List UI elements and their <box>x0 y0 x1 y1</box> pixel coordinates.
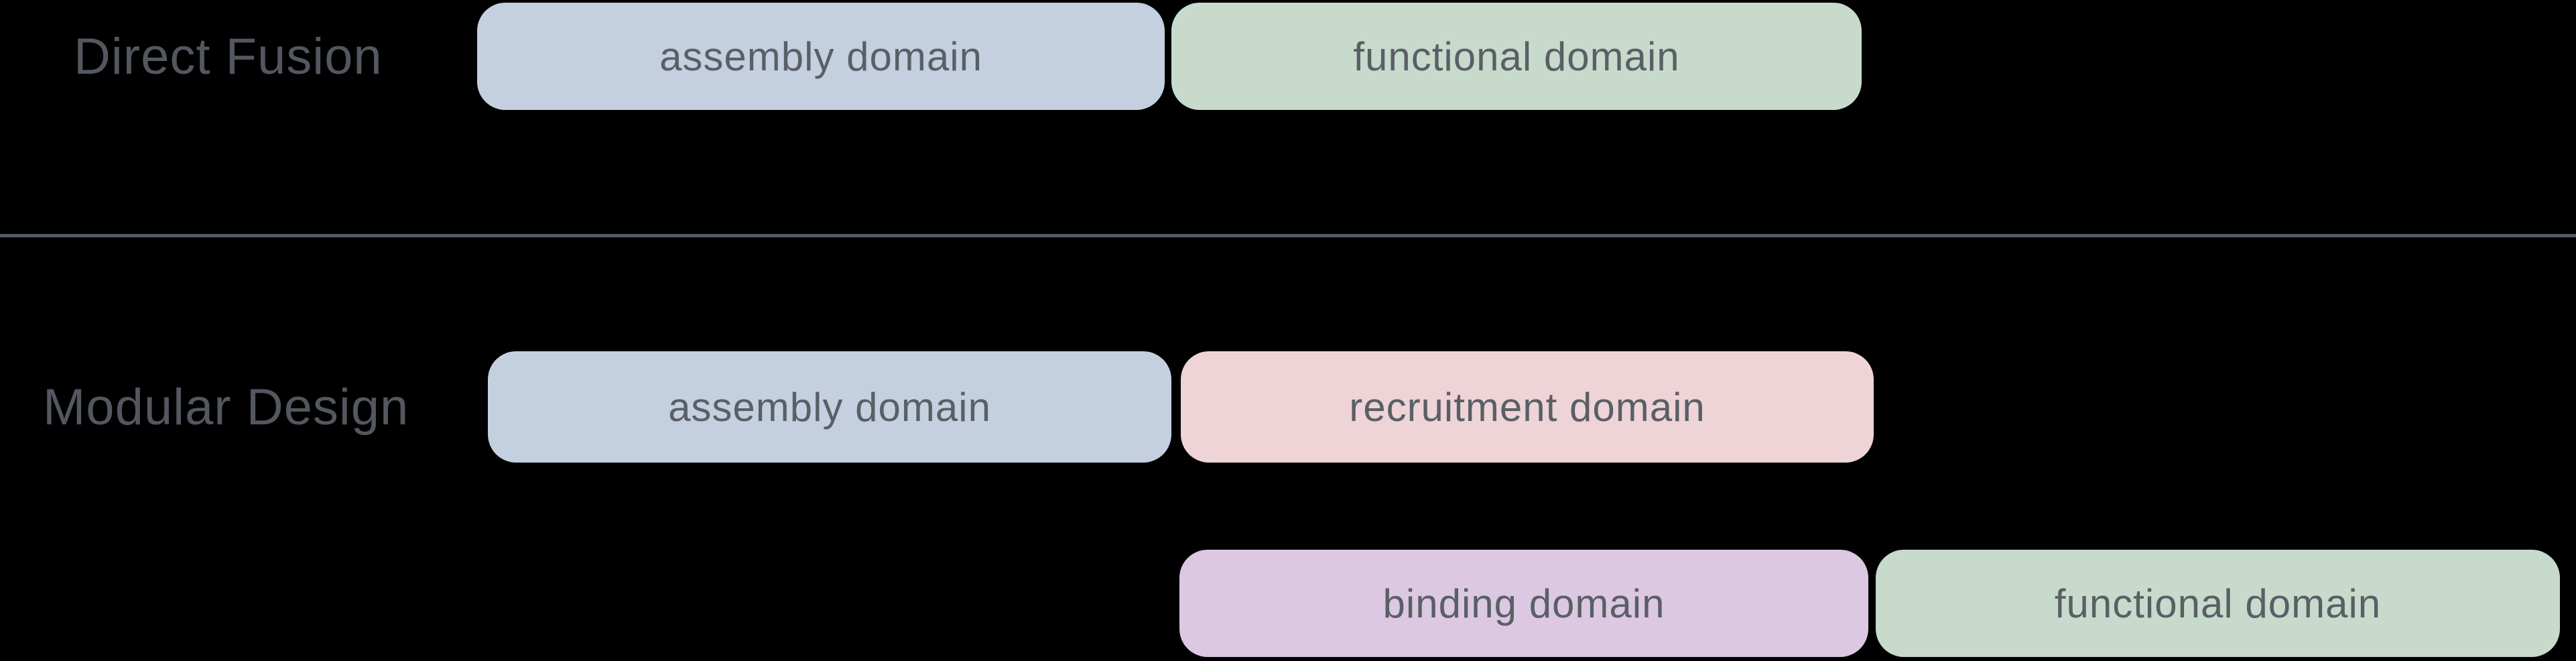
direct-fusion-row-label: Direct Fusion <box>74 27 383 85</box>
direct-fusion-assembly-domain-box: assembly domain <box>477 3 1165 110</box>
recruitment-domain-label: recruitment domain <box>1349 384 1705 430</box>
section-divider <box>0 234 2576 237</box>
modular-design-assembly-domain-box: assembly domain <box>488 351 1171 463</box>
modular-design-row-label: Modular Design <box>43 378 409 436</box>
assembly-domain-label: assembly domain <box>668 384 991 430</box>
functional-domain-label: functional domain <box>1353 34 1680 79</box>
modular-design-binding-domain-box: binding domain <box>1179 550 1868 657</box>
direct-fusion-functional-domain-box: functional domain <box>1171 3 1862 110</box>
binding-domain-label: binding domain <box>1382 581 1665 626</box>
functional-domain-label: functional domain <box>2054 581 2382 626</box>
modular-design-recruitment-domain-box: recruitment domain <box>1181 351 1874 463</box>
assembly-domain-label: assembly domain <box>659 34 982 79</box>
modular-design-functional-domain-box: functional domain <box>1876 550 2560 657</box>
